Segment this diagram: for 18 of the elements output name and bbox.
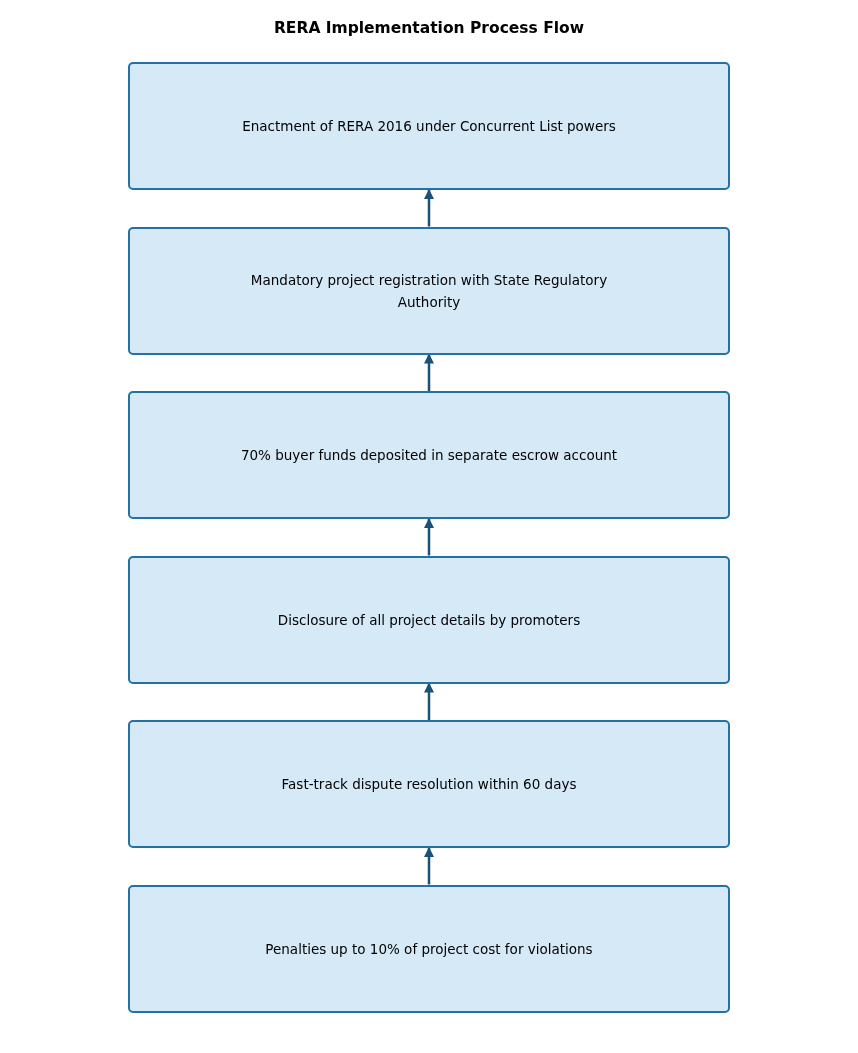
process-box bbox=[128, 884, 730, 1013]
arrow bbox=[424, 189, 434, 227]
step-text: Enactment of RERA 2016 under Concurrent List powers bbox=[242, 117, 616, 136]
process-box bbox=[128, 226, 730, 355]
process-box bbox=[128, 391, 730, 519]
arrow bbox=[424, 682, 434, 720]
step-text: Penalties up to 10% of project cost for violations bbox=[265, 939, 593, 959]
process-box bbox=[128, 555, 730, 684]
arrow bbox=[424, 518, 434, 556]
arrow bbox=[424, 353, 434, 391]
process-box bbox=[128, 62, 730, 190]
step-text: Mandatory project registration with State Regulatory Authority bbox=[249, 270, 609, 312]
arrow bbox=[424, 847, 434, 885]
step-text: Disclosure of all project details by promoters bbox=[277, 610, 581, 630]
step-text: 70% buyer funds deposited in separate escrow account bbox=[240, 446, 618, 465]
step-text: Fast-track dispute resolution within 60 days bbox=[281, 775, 577, 794]
diagram-title: RERA Implementation Process Flow bbox=[273, 18, 585, 39]
process-box bbox=[128, 720, 730, 848]
